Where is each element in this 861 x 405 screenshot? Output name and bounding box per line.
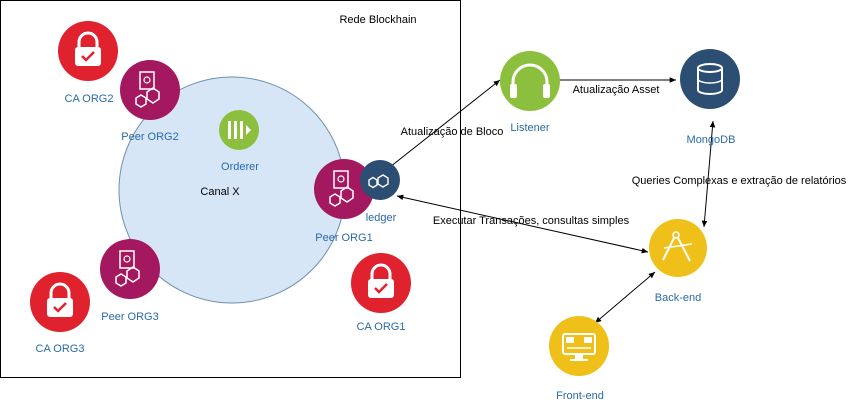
- peer-org2-node: Peer ORG2: [120, 60, 180, 143]
- compass-icon: [649, 219, 707, 277]
- blocks-icon: [360, 160, 400, 200]
- database-icon: [680, 49, 740, 109]
- channel-label: Canal X: [200, 186, 240, 198]
- listener-label: Listener: [510, 122, 549, 134]
- peer-org2-label: Peer ORG2: [121, 131, 178, 143]
- certificate-blocks-icon: [100, 239, 160, 299]
- ca-org2-label: CA ORG2: [65, 93, 114, 105]
- edge-frontend-backend: [594, 271, 656, 324]
- peer-org3-node: Peer ORG3: [100, 239, 160, 323]
- peer-org3-label: Peer ORG3: [101, 311, 158, 323]
- edge-label-asset-update: Atualização Asset: [573, 84, 660, 96]
- peer-org1-label: Peer ORG1: [315, 232, 372, 244]
- queue-icon: [219, 110, 259, 150]
- frontend-node: Front-end: [549, 316, 609, 402]
- orderer-label: Orderer: [221, 161, 259, 173]
- edge-transactions: [396, 194, 649, 254]
- edge-label-transactions: Executar Transações, consultas simples: [433, 215, 630, 227]
- padlock-check-icon: [351, 253, 411, 313]
- edge-label-block-update: Atualização de Bloco: [401, 126, 504, 138]
- mongodb-node: MongoDB: [680, 49, 740, 146]
- backend-label: Back-end: [655, 292, 701, 304]
- orderer-node: Orderer: [219, 110, 259, 173]
- monitor-icon: [549, 316, 609, 376]
- mongodb-label: MongoDB: [687, 134, 736, 146]
- edge-block-update: [389, 79, 501, 168]
- peer-org1-node: Peer ORG1: [314, 159, 374, 244]
- certificate-blocks-icon: [120, 60, 180, 120]
- padlock-check-icon: [58, 21, 118, 81]
- ca-org3-node: CA ORG3: [30, 272, 90, 355]
- frontend-label: Front-end: [556, 390, 604, 402]
- network-title: Rede Blockhain: [339, 14, 416, 26]
- blockchain-network-frame: [0, 0, 461, 378]
- padlock-check-icon: [30, 272, 90, 332]
- listener-node: Listener: [500, 51, 560, 134]
- ca-org1-label: CA ORG1: [357, 321, 406, 333]
- ca-org2-node: CA ORG2: [58, 21, 118, 105]
- ledger-label: ledger: [366, 212, 397, 224]
- edge-complex-queries: [701, 120, 716, 228]
- edge-label-complex-queries: Queries Complexas e extração de relatóri…: [632, 175, 847, 187]
- certificate-blocks-icon: [314, 159, 374, 219]
- headphones-icon: [500, 51, 560, 111]
- backend-node: Back-end: [649, 219, 707, 304]
- ca-org1-node: CA ORG1: [351, 253, 411, 333]
- ca-org3-label: CA ORG3: [36, 343, 85, 355]
- ledger-node: ledger: [360, 160, 400, 224]
